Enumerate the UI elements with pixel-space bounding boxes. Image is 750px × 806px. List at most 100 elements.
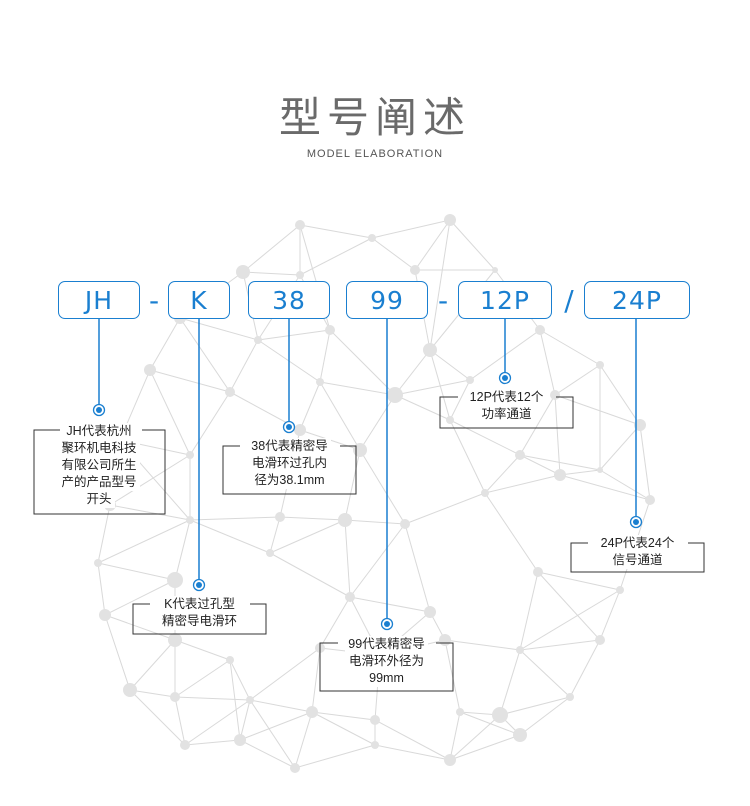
network-node (400, 519, 410, 529)
note-24p-line-2: 信号通道 (609, 552, 666, 569)
network-node (236, 265, 250, 279)
network-link (559, 469, 601, 476)
network-link (519, 639, 601, 651)
network-link (311, 711, 376, 746)
network-node (516, 646, 524, 654)
network-link (242, 271, 301, 276)
connector-24p-dot (633, 519, 639, 525)
network-link (269, 552, 351, 598)
network-link (184, 699, 251, 746)
network-node (616, 586, 624, 594)
note-24p-line-1: 24P代表24个 (597, 535, 678, 552)
note-jh-line-1: JH代表杭州 (63, 423, 135, 440)
network-node (325, 325, 335, 335)
network-node (275, 512, 285, 522)
note-99-frame (319, 642, 454, 692)
network-link (599, 424, 641, 471)
network-link (174, 696, 186, 746)
note-99: 99代表精密导 电滑环外径为 99mm (320, 636, 453, 691)
network-node (170, 692, 180, 702)
network-link (444, 639, 521, 651)
network-link (484, 454, 521, 494)
connector-k-dot (196, 582, 202, 588)
network-node (295, 220, 305, 230)
network-link (359, 394, 396, 451)
network-link (449, 711, 461, 761)
network-node (225, 387, 235, 397)
network-link (149, 369, 191, 456)
network-link (249, 699, 296, 769)
network-link (394, 379, 471, 396)
network-link (319, 381, 396, 396)
connector-38-dot (286, 424, 292, 430)
network-link (449, 379, 471, 421)
network-link (349, 523, 406, 598)
network-link (257, 329, 331, 341)
network-node (94, 559, 102, 567)
network-link (174, 519, 191, 581)
network-link (344, 449, 361, 521)
network-link (299, 381, 321, 431)
segment-38: 38 (248, 281, 330, 319)
network-node (294, 424, 306, 436)
network-node (254, 336, 262, 344)
network-node (144, 364, 156, 376)
network-link (519, 454, 601, 471)
network-link (599, 589, 621, 641)
note-jh-line-4: 产的产品型号 (58, 474, 140, 491)
network-node (444, 214, 456, 226)
network-node (168, 633, 182, 647)
separator-slash: / (564, 283, 574, 317)
network-node (234, 734, 246, 746)
network-link (554, 394, 641, 426)
network-node (266, 549, 274, 557)
note-12p-line-1: 12P代表12个 (466, 389, 547, 406)
network-link (539, 329, 601, 366)
page-title: 型号阐述 (278, 93, 471, 142)
network-link (344, 519, 351, 598)
network-link (371, 237, 416, 271)
network-link (429, 349, 471, 381)
network-link (449, 714, 501, 761)
network-node (423, 343, 437, 357)
network-link (311, 711, 376, 721)
network-link (374, 719, 451, 761)
network-node (306, 706, 318, 718)
network-link (449, 219, 496, 271)
network-link (97, 519, 191, 564)
network-node (533, 567, 543, 577)
segment-12p: 12P (458, 281, 552, 319)
connector-jh-dot (96, 407, 102, 413)
network-node (387, 387, 403, 403)
network-link (599, 469, 651, 501)
network-link (242, 224, 301, 273)
network-link (97, 562, 106, 616)
network-link (537, 571, 621, 591)
network-link (554, 364, 601, 396)
network-link (149, 317, 181, 371)
network-link (429, 219, 451, 351)
network-node (368, 234, 376, 242)
network-link (229, 339, 259, 393)
network-link (189, 516, 281, 521)
network-link (484, 492, 539, 573)
network-node (99, 609, 111, 621)
network-link (519, 649, 571, 698)
network-link (404, 492, 486, 525)
network-link (394, 394, 451, 421)
network-link (599, 364, 641, 426)
connector-12p-dot (502, 375, 508, 381)
network-link (269, 519, 346, 554)
network-link (294, 744, 376, 769)
network-node (186, 451, 194, 459)
network-node (535, 325, 545, 335)
network-link (414, 219, 451, 271)
network-node (596, 361, 604, 369)
network-link (294, 711, 313, 769)
network-node (186, 516, 194, 524)
network-node (424, 606, 436, 618)
network-node (456, 708, 464, 716)
network-link (299, 224, 373, 239)
network-link (519, 454, 561, 476)
network-node (634, 419, 646, 431)
